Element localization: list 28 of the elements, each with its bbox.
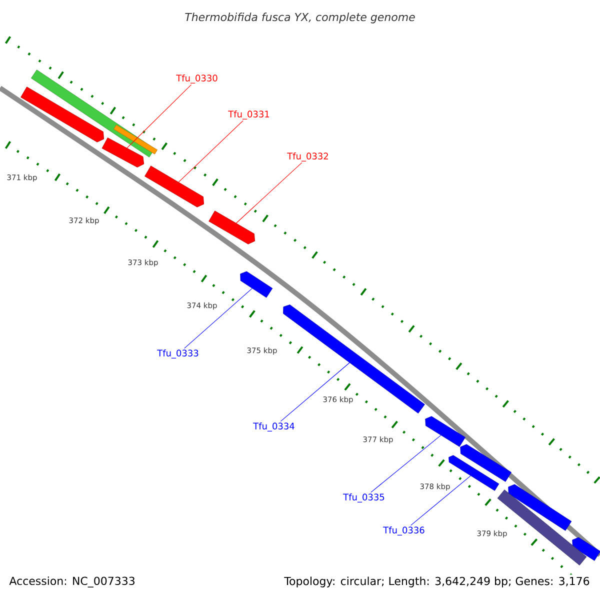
gene-block	[102, 138, 144, 168]
leader-line	[280, 362, 350, 422]
leader-line	[410, 476, 471, 526]
gene-block	[508, 484, 572, 531]
gene-label: Tfu_0331	[228, 110, 270, 120]
footer-text: Accession: NC_007333	[9, 576, 134, 588]
gene-block	[448, 455, 500, 491]
leader-line	[236, 162, 302, 224]
gene-block	[20, 86, 104, 142]
gene-label: Tfu_0336	[383, 526, 424, 536]
leader-line	[370, 435, 442, 493]
gene-block	[208, 210, 255, 244]
gene-block	[425, 416, 466, 447]
gene-block	[240, 271, 273, 298]
gene-block	[572, 537, 600, 561]
leader-line	[126, 84, 192, 148]
gene-block	[283, 304, 425, 414]
gene-label: Tfu_0334	[253, 422, 294, 432]
leader-line	[184, 288, 252, 349]
title: Thermobifida fusca YX, complete genome	[185, 12, 415, 24]
gene-label: Tfu_0335	[343, 494, 384, 502]
gene-label: Tfu_0330	[176, 74, 218, 84]
footer-text: Topology: circular; Length: 3,642,249 bp; Genes: 3,176	[282, 574, 592, 590]
gene-block	[144, 166, 204, 208]
leader-line	[178, 120, 244, 182]
gene-label: Tfu_0332	[287, 152, 328, 162]
gene-block	[460, 444, 512, 482]
gene-label: Tfu_0333	[157, 350, 198, 358]
